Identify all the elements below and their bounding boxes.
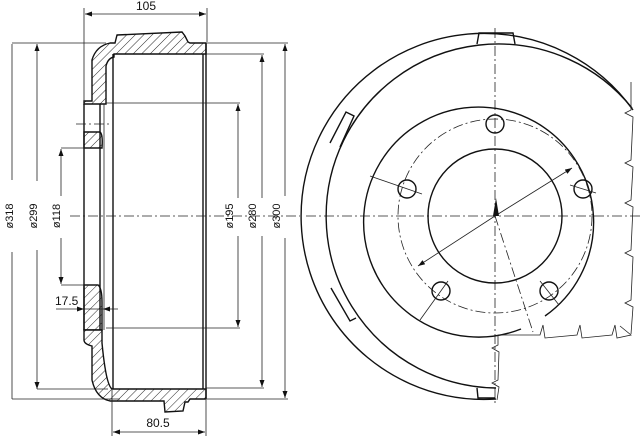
rim-notch-bottom	[476, 387, 495, 399]
angled-centerline	[494, 215, 534, 333]
drum-inner-rim	[325, 43, 633, 389]
dim-label-195: ø195	[224, 203, 236, 228]
leader-line	[419, 280, 449, 321]
leader-line	[539, 280, 560, 306]
bolt-hole-icon	[431, 281, 451, 301]
drum-outer-rim	[300, 32, 634, 401]
break-line-horizontal	[498, 324, 632, 339]
leader-line	[369, 175, 423, 195]
break-line-vertical-right	[624, 82, 634, 335]
section-view: 105 80.5 17.5 ø318 ø299 ø118 ø195	[4, 0, 300, 436]
rim-notch-left	[329, 111, 355, 148]
rim-notch-lower-left	[330, 287, 357, 322]
dim-label-299: ø299	[28, 203, 40, 228]
center-mark	[493, 198, 499, 216]
drum-wall-bottom-section	[83, 329, 207, 413]
dim-label-280: ø280	[247, 203, 259, 228]
bolt-hole-icon	[539, 281, 559, 301]
dim-label-318: ø318	[4, 203, 16, 228]
leader-line	[569, 184, 597, 194]
dim-label-105: 105	[136, 0, 156, 13]
radius-leader	[417, 215, 496, 267]
dim-label-300: ø300	[271, 203, 283, 228]
hub-outer-ring	[362, 106, 595, 338]
bolt-holes	[397, 114, 593, 301]
front-view	[300, 28, 640, 405]
dim-label-17-5: 17.5	[55, 294, 79, 308]
bolt-hole-icon	[397, 179, 417, 199]
radius-leader	[494, 167, 573, 217]
dim-label-80-5: 80.5	[146, 416, 170, 430]
dim-label-118: ø118	[51, 204, 63, 228]
bolt-hole-icon	[573, 179, 593, 199]
center-bore	[427, 148, 563, 284]
bolt-circle	[397, 118, 593, 314]
rim-notch-top	[476, 32, 516, 45]
break-line-vertical-bottom	[491, 335, 500, 401]
bolt-hole-icon	[485, 114, 505, 134]
